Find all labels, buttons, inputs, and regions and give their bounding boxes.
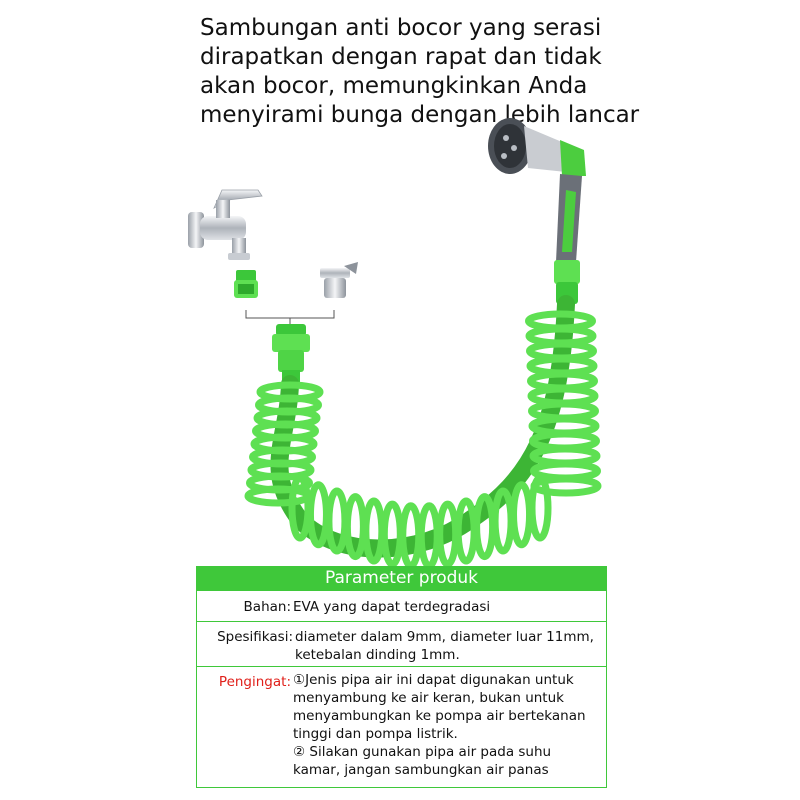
hose-connector-icon	[272, 324, 310, 384]
row-specification: Spesifikasi: diameter dalam 9mm, diamete…	[197, 621, 606, 666]
headline-line-2: dirapatkan dengan rapat dan tidak	[200, 44, 602, 70]
faucet-icon	[188, 189, 263, 260]
product-parameters-table: Parameter produk Bahan: EVA yang dapat t…	[196, 566, 607, 788]
reminder-line-5: ② Silakan gunakan pipa air pada suhu	[293, 744, 552, 760]
reminder-line-4: tinggi dan pompa listrik.	[293, 726, 458, 742]
reminder-line-3: menyambungkan ke pompa air bertekanan	[293, 708, 586, 724]
product-illustration	[188, 118, 602, 570]
row-material: Bahan: EVA yang dapat terdegradasi	[197, 590, 606, 621]
reminder-value: ①Jenis pipa air ini dapat digunakan untu…	[293, 671, 599, 779]
reminder-line-6: kamar, jangan sambungkan air panas	[293, 762, 549, 778]
headline-line-1: Sambungan anti bocor yang serasi	[200, 15, 602, 41]
headline-line-4: menyirami bunga dengan lebih lancar	[200, 102, 640, 128]
quick-connector-icon	[234, 270, 258, 298]
tap-adapter-icon	[320, 262, 358, 298]
row-reminder: Pengingat: ①Jenis pipa air ini dapat dig…	[197, 666, 606, 789]
reminder-line-1: ①Jenis pipa air ini dapat digunakan untu…	[293, 672, 574, 688]
spec-label: Spesifikasi:	[217, 629, 293, 645]
params-header: Parameter produk	[197, 567, 606, 590]
headline-line-3: akan bocor, memungkinkan Anda	[200, 73, 588, 99]
coiled-hose-icon	[244, 295, 602, 570]
spec-value: diameter dalam 9mm, diameter luar 11mm, …	[295, 629, 594, 663]
reminder-label: Pengingat:	[218, 674, 291, 690]
spray-gun-icon	[488, 118, 586, 304]
reminder-line-2: menyambung ke air keran, bukan untuk	[293, 690, 564, 706]
headline: Sambungan anti bocor yang serasi dirapat…	[200, 14, 640, 130]
material-value: EVA yang dapat terdegradasi	[293, 599, 491, 615]
material-label: Bahan:	[243, 599, 291, 615]
